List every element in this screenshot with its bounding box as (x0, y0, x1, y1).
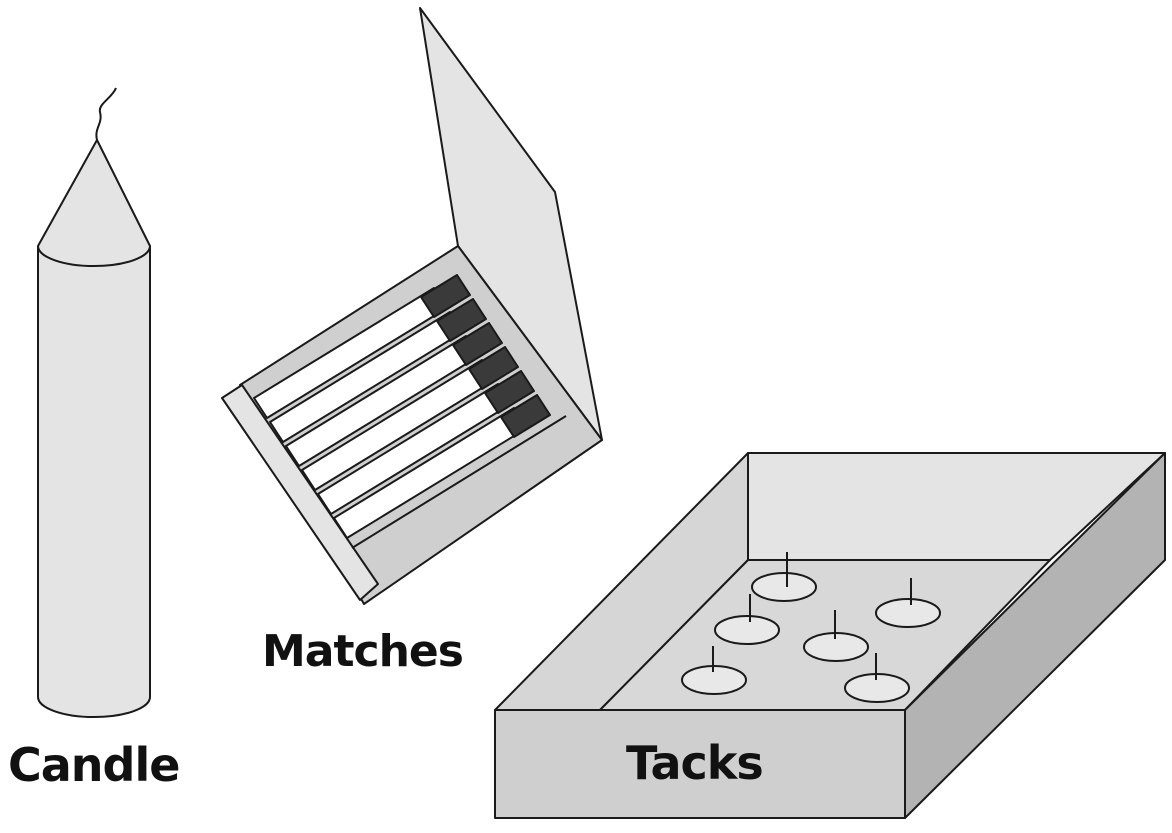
match-stick-6 (333, 394, 551, 539)
matchbook-strip (221, 384, 379, 601)
matches-label: Matches (262, 626, 464, 677)
match-stick-1 (253, 274, 471, 419)
tack-6 (844, 653, 910, 703)
tack-4 (803, 610, 869, 662)
box-front-face (494, 709, 906, 819)
tack-1 (751, 552, 817, 602)
matchbook-band (351, 415, 567, 549)
tack-5 (681, 646, 747, 695)
tack-2 (875, 578, 941, 628)
tack-3 (714, 594, 780, 645)
match-stick-2 (269, 298, 487, 443)
match-stick-3 (285, 322, 503, 467)
candle-icon (37, 87, 151, 718)
match-stick-4 (301, 346, 519, 491)
candle-body (37, 246, 151, 718)
match-stick-5 (317, 370, 535, 515)
candle-wick (95, 87, 117, 141)
tack-box-icon (494, 452, 1166, 819)
candle-rim (37, 245, 151, 267)
tacks-label: Tacks (626, 736, 764, 790)
matchbook-icon (221, 7, 603, 605)
candle-label: Candle (8, 738, 180, 792)
